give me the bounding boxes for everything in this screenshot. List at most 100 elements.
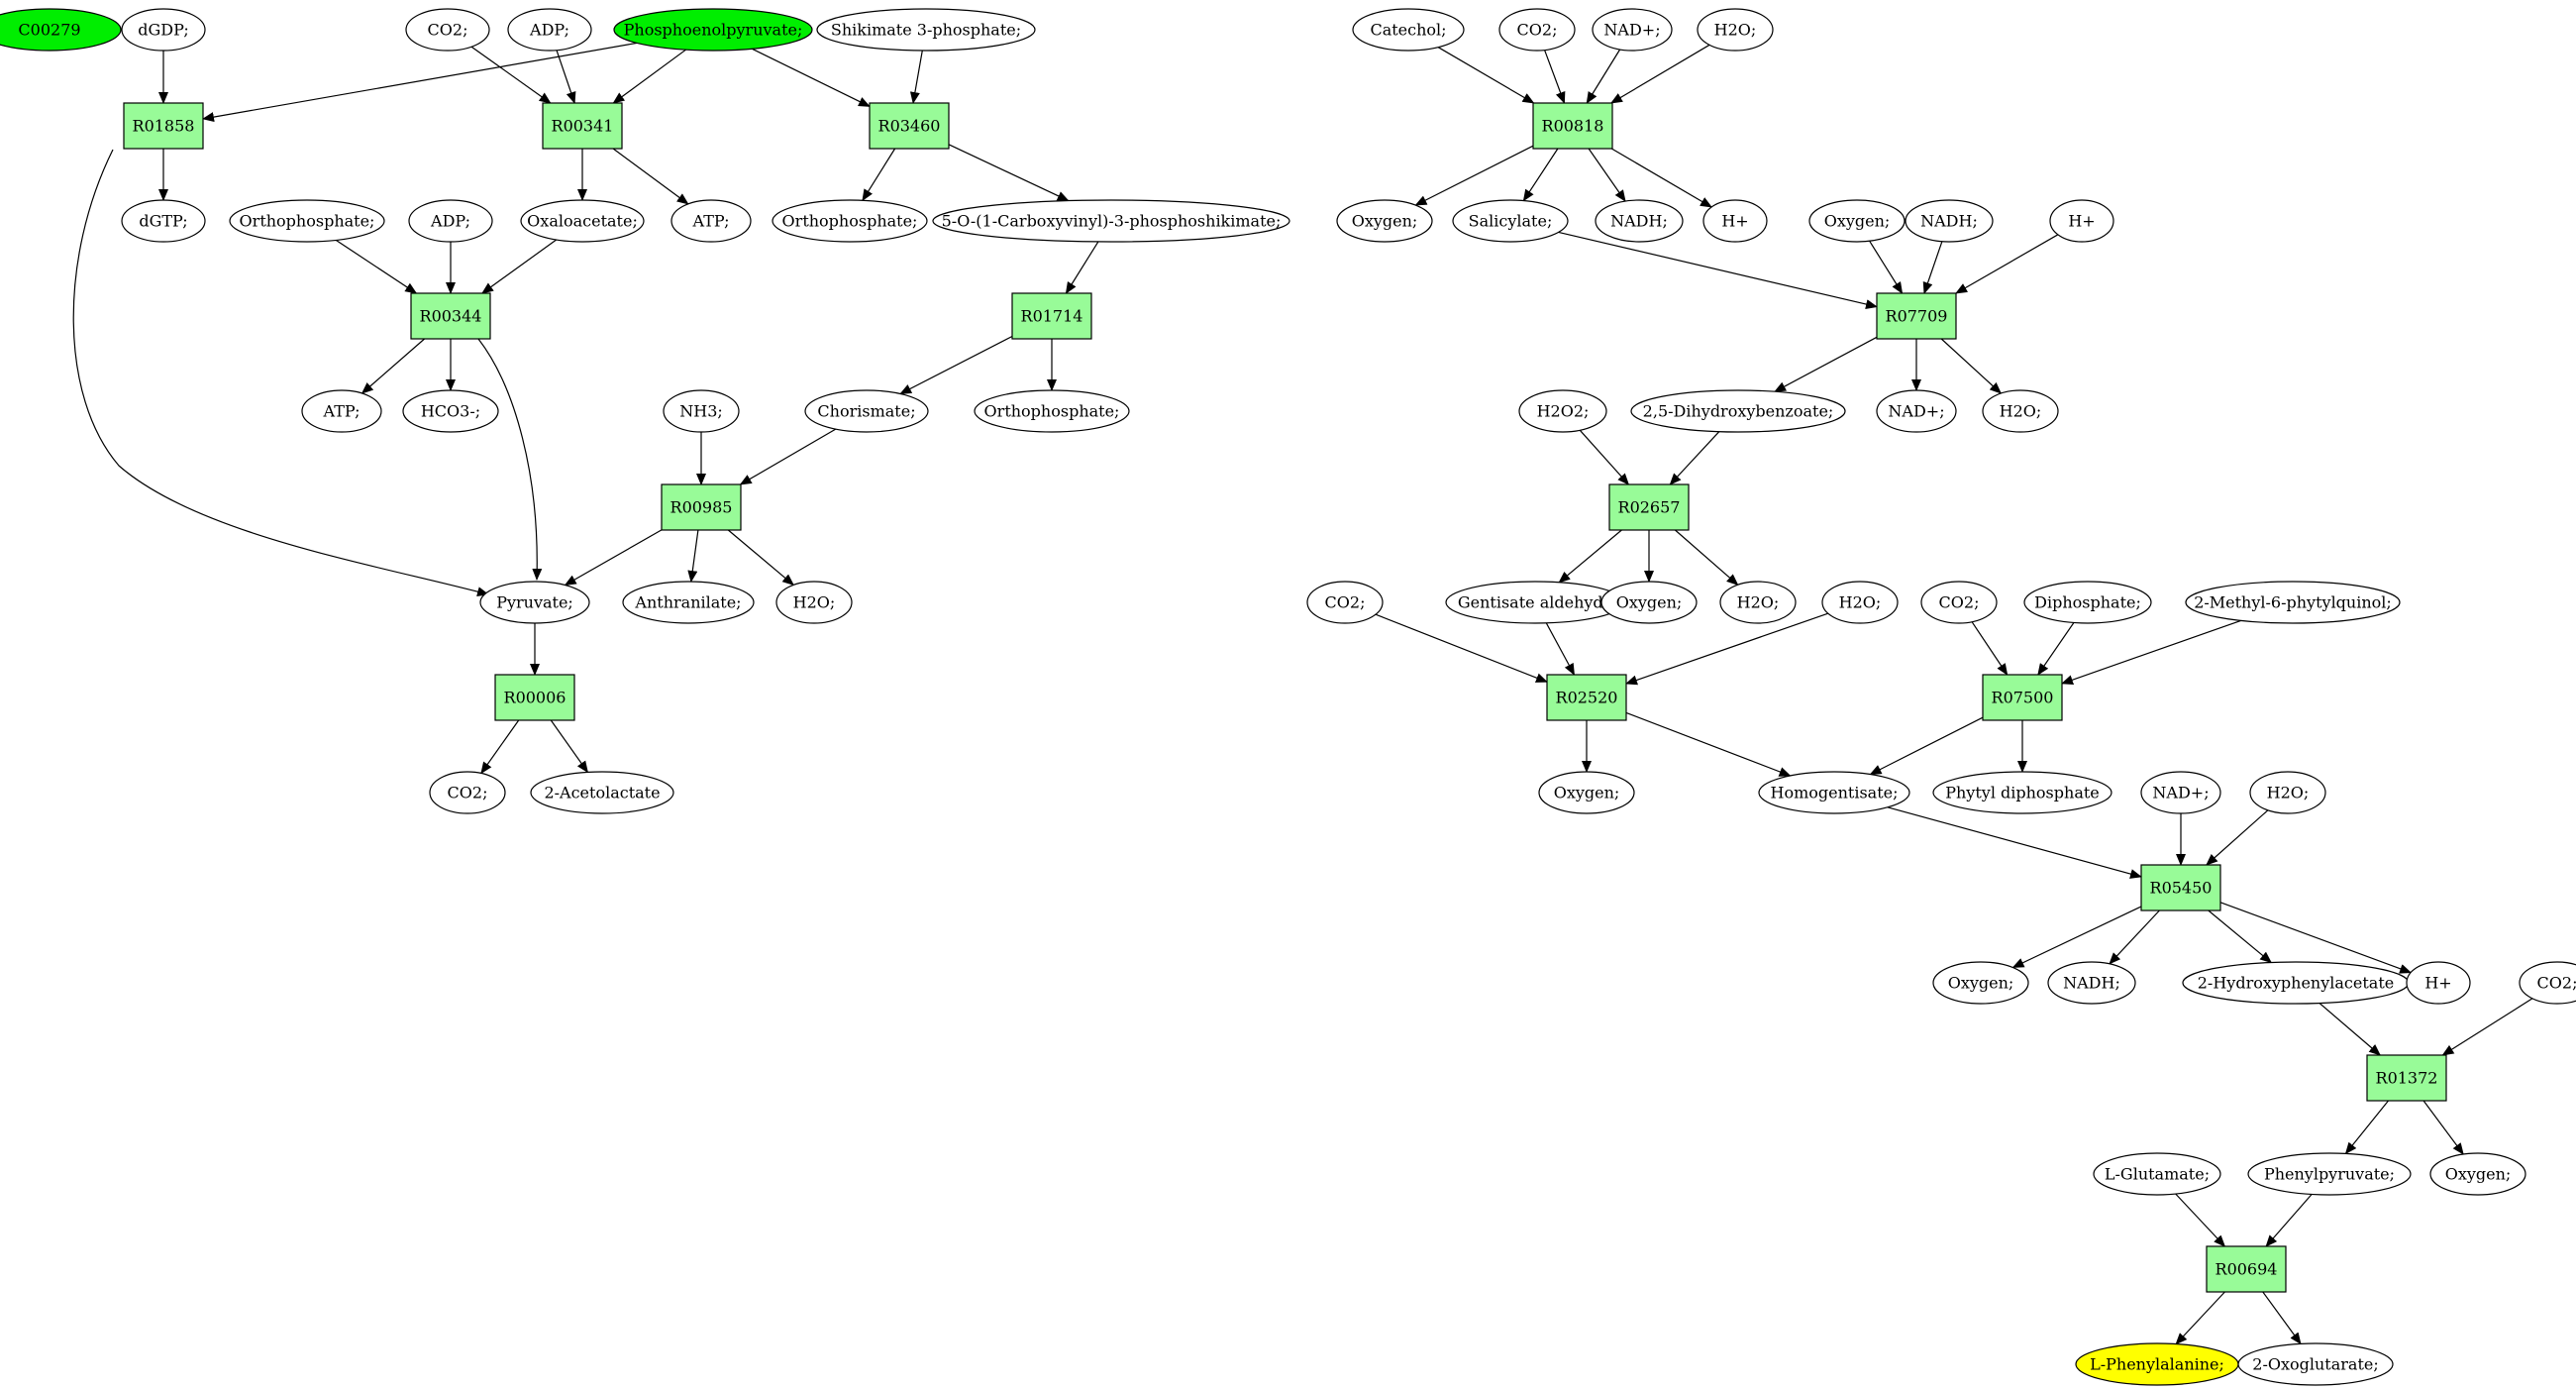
compound-node-salic: Salicylate; [1452,199,1569,243]
node-label: NADH; [1920,212,1978,231]
edge-r00694-to-phe [2175,1291,2225,1345]
reaction-box [123,102,204,150]
compound-ellipse [1336,199,1433,243]
node-label: L-Glutamate; [2105,1165,2210,1184]
compound-node-hco3: HCO3-; [402,389,499,433]
node-label: Oxygen; [1616,593,1683,612]
node-label: ATP; [692,212,730,231]
reaction-box [542,102,623,150]
edge-r05450-to-hpa [2208,909,2272,964]
compound-node-dgdp: dGDP; [121,8,206,52]
node-label: R07500 [1992,689,2054,707]
compound-node-acetolac: 2-Acetolactate [530,771,674,814]
edge-r00818-to-hp_a [1610,148,1712,208]
reaction-box [661,483,742,531]
compound-ellipse [932,199,1290,243]
compound-node-nadp_b: NAD+; [1876,389,1957,433]
compound-node-catechol: Catechol; [1352,8,1465,52]
node-label: ATP; [323,402,361,421]
compound-ellipse [1498,8,1576,52]
node-label: R05450 [2150,879,2213,898]
compound-node-adp_a: ADP; [507,8,592,52]
node-label: Oxygen; [1948,974,2014,993]
node-label: H2O; [1839,593,1882,612]
node-label: H+ [2068,212,2095,231]
node-label: dGTP; [139,212,187,231]
edge-hga-to-r05450 [1887,806,2142,879]
compound-ellipse [405,8,490,52]
edge-r00341-to-atp_a [612,148,689,205]
compound-ellipse [402,389,499,433]
compound-node-phypp: Phytyl diphosphate [1932,771,2112,814]
edge-pi_a-to-r00344 [336,239,418,294]
edge-hp_b-to-r07709 [1955,234,2059,294]
compound-ellipse [1932,961,2029,1005]
compound-ellipse [1595,199,1684,243]
compound-node-h2o_e: H2O; [1821,581,1899,624]
reaction-node-r01714: R01714 [1011,292,1092,340]
node-label: Anthranilate; [634,593,741,612]
node-label: Phosphoenolpyruvate; [624,21,803,40]
compound-node-co2_d: CO2; [1306,581,1384,624]
compound-ellipse [1808,199,1906,243]
node-label: Homogentisate; [1771,784,1899,802]
node-label: 5-O-(1-Carboxyvinyl)-3-phosphoshikimate; [942,212,1282,231]
compound-ellipse [2185,581,2401,624]
node-label: L-Phenylalanine; [2090,1355,2224,1374]
compound-ellipse [0,8,122,52]
node-label: R02520 [1556,689,1618,707]
node-label: NADH; [2063,974,2120,993]
compound-ellipse [520,199,645,243]
compound-node-nadh_c: NADH; [2047,961,2136,1005]
compound-node-oxy_e: Oxygen; [1932,961,2029,1005]
node-label: 2,5-Dihydroxybenzoate; [1643,402,1834,421]
compound-node-chor: Chorismate; [804,389,929,433]
reaction-node-r00694: R00694 [2206,1245,2287,1293]
edges-layer [72,42,2533,1345]
node-label: H2O2; [1537,402,1590,421]
compound-ellipse [804,389,929,433]
edge-glu-to-r00694 [2175,1193,2226,1247]
compound-node-atp_b: ATP; [301,389,382,433]
edge-r01372-to-oxy_f [2422,1100,2464,1155]
edge-r03460-to-pi_b [862,148,896,202]
compound-ellipse [772,199,928,243]
reaction-node-r00344: R00344 [410,292,491,340]
compound-node-pi_a: Orthophosphate; [229,199,385,243]
edge-pep-to-r01858 [202,42,638,123]
compound-node-oxy_d: Oxygen; [1538,771,1635,814]
compound-ellipse [2049,199,2114,243]
node-label: HCO3-; [421,402,480,421]
edge-s3p-to-r03460 [909,50,923,104]
node-label: 2-Hydroxyphenylacetate [2198,974,2394,993]
edge-r00818-to-oxy_a [1414,145,1534,206]
compound-ellipse [1600,581,1698,624]
compound-ellipse [301,389,382,433]
node-label: Diphosphate; [2034,593,2141,612]
compound-ellipse [1518,389,1607,433]
edge-r02657-to-h2o_d [1675,529,1739,586]
compound-node-h2o_a: H2O; [775,581,853,624]
compound-node-epsp: 5-O-(1-Carboxyvinyl)-3-phosphoshikimate; [932,199,1290,243]
reaction-node-r02657: R02657 [1608,483,1690,531]
edge-h2o2-to-r02657 [1579,429,1630,485]
node-label: R00818 [1542,117,1604,136]
edge-h2o_b-to-r00818 [1610,44,1710,104]
compound-node-pi_b: Orthophosphate; [772,199,928,243]
edge-oxy_b-to-r07709 [1869,240,1904,294]
compound-node-h2o_c: H2O; [1982,389,2059,433]
node-label: Gentisate aldehyde [1458,593,1612,612]
reaction-node-r00006: R00006 [494,674,575,721]
reaction-node-r00341: R00341 [542,102,623,150]
edge-r00344-to-atp_b [361,338,425,394]
node-label: H2O; [793,593,836,612]
compound-node-hpa: 2-Hydroxyphenylacetate [2182,961,2410,1005]
compound-ellipse [670,199,752,243]
compound-ellipse [1352,8,1465,52]
edge-r00818-to-salic [1522,148,1559,202]
compound-node-oxy_b: Oxygen; [1808,199,1906,243]
compound-node-s3p: Shikimate 3-phosphate; [816,8,1036,52]
edge-mpq-to-r07500 [2061,619,2241,685]
node-label: R00694 [2215,1260,2278,1279]
